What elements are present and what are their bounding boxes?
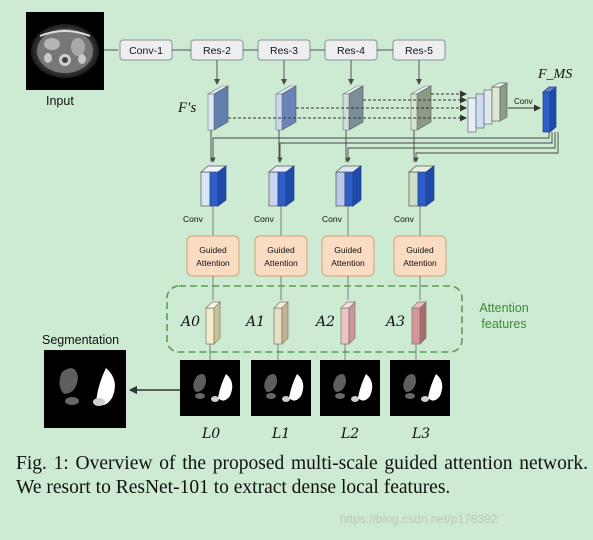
architecture-diagram: Input Conv-1 Res-2 Res-3 Res-4 Res-5: [26, 12, 572, 442]
stage-label: Res-4: [337, 45, 365, 57]
loss-label-3-text: L3: [411, 426, 430, 442]
attention-features-group: [166, 285, 463, 353]
loss-label-1: L1: [271, 426, 290, 442]
watermark: https://blog.csdn.net/p178392: [340, 512, 498, 526]
output-mask-3: [390, 360, 450, 416]
stage-label: Res-5: [405, 45, 433, 57]
loss-label-1-text: L1: [271, 426, 290, 442]
guided-attention-3: Guided Attention: [393, 235, 447, 277]
ga-line1: Guided: [267, 245, 295, 255]
conv-label-3: Conv: [394, 214, 415, 224]
attention-label-2-text: A2: [314, 314, 335, 330]
attention-label-0: A0: [179, 314, 200, 330]
figure-caption: Fig. 1: Overview of the proposed multi-s…: [16, 453, 588, 498]
input-label: Input: [46, 94, 74, 108]
attention-label-0-text: A0: [179, 314, 200, 330]
stage-label: Conv-1: [129, 45, 163, 57]
fms-feedback-lines: [210, 132, 559, 163]
fs-label: F′s: [177, 100, 196, 116]
backbone: Conv-1 Res-2 Res-3 Res-4 Res-5: [119, 39, 446, 61]
output-mask-2: [320, 360, 380, 416]
conv-label-1: Conv: [254, 214, 275, 224]
guided-attention-1: Guided Attention: [254, 235, 308, 277]
concat-stack: [467, 82, 509, 133]
loss-label-0: L0: [201, 426, 220, 442]
conv-to-ga-lines: [212, 206, 421, 236]
attention-slab-1: [273, 301, 289, 345]
attention-label-2: A2: [314, 314, 335, 330]
attention-label-3: A3: [384, 314, 405, 330]
fs-to-conv-lines: [210, 130, 415, 162]
output-mask-0: [180, 360, 240, 416]
stage-res4: Res-4: [324, 39, 378, 61]
attention-slab-0: [205, 301, 221, 345]
ga-to-attention-lines: [212, 276, 421, 300]
branch-conv-0: [200, 165, 228, 207]
stage-down-arrows: [214, 60, 422, 85]
conv-label-2: Conv: [322, 214, 343, 224]
branch-conv-1: [268, 165, 296, 207]
attention-label-1-text: A1: [244, 314, 265, 330]
ga-line1: Guided: [406, 245, 434, 255]
attention-group-line1: Attention: [479, 301, 528, 315]
input-image: [26, 12, 104, 90]
stage-res5: Res-5: [392, 39, 446, 61]
segmentation-label: Segmentation: [42, 333, 119, 347]
concat-dashed-arrows: [228, 90, 467, 122]
attention-slab-3: [411, 301, 427, 345]
guided-attention-2: Guided Attention: [321, 235, 375, 277]
fms-block: [542, 86, 557, 133]
stage-res2: Res-2: [190, 39, 244, 61]
output-mask-1: [251, 360, 311, 416]
stage-conv1: Conv-1: [119, 39, 173, 61]
stage-label: Res-3: [270, 45, 298, 57]
guided-attention-0: Guided Attention: [186, 235, 240, 277]
ga-line2: Attention: [403, 258, 437, 268]
branch-conv-3: [408, 165, 436, 207]
attention-label-3-text: A3: [384, 314, 405, 330]
fms-conv-label: Conv: [514, 97, 533, 106]
fms-label-text: F_MS: [537, 67, 572, 82]
attention-label-1: A1: [244, 314, 265, 330]
attention-to-output-lines: [209, 344, 417, 360]
stage-res3: Res-3: [257, 39, 311, 61]
conv-label-0: Conv: [183, 214, 204, 224]
loss-label-3: L3: [411, 426, 430, 442]
branch-conv-2: [335, 165, 363, 207]
attention-slab-2: [340, 301, 356, 345]
ga-line2: Attention: [331, 258, 365, 268]
ga-line2: Attention: [196, 258, 230, 268]
ga-line1: Guided: [334, 245, 362, 255]
segmentation-image: [44, 350, 126, 428]
loss-label-2-text: L2: [340, 426, 359, 442]
loss-label-0-text: L0: [201, 426, 220, 442]
fms-label: F_MS: [537, 67, 572, 82]
loss-label-2: L2: [340, 426, 359, 442]
ga-line1: Guided: [199, 245, 227, 255]
stage-label: Res-2: [203, 45, 231, 57]
fs-slab-0: [206, 85, 230, 131]
ga-line2: Attention: [264, 258, 298, 268]
fs-label-text: F′s: [177, 100, 196, 116]
fs-slab-1: [274, 85, 298, 131]
attention-group-line2: features: [481, 317, 526, 331]
